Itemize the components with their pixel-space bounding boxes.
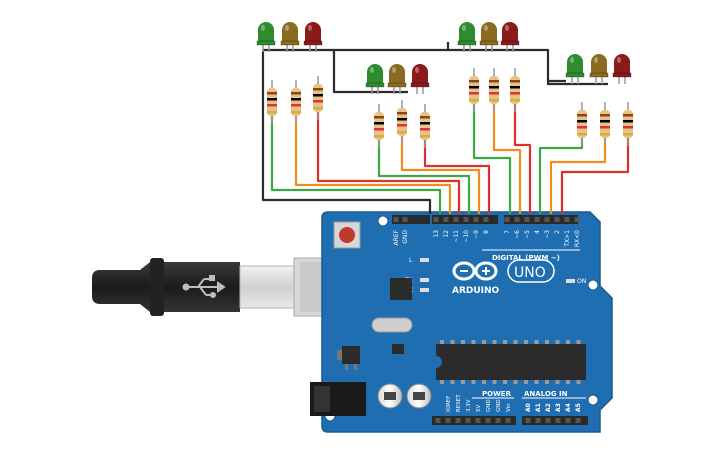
resistor-4-1	[577, 102, 587, 146]
pin-label: IOREF	[446, 396, 452, 412]
power-header	[432, 416, 516, 425]
wire-g3-green	[472, 104, 512, 214]
red-led-3	[500, 22, 520, 52]
resistor-3-2	[489, 68, 499, 112]
wire-g1-red	[316, 112, 461, 214]
brand-label: ARDUINO	[452, 286, 500, 296]
capacitors	[377, 383, 432, 409]
on-label: ON	[577, 278, 586, 285]
pin-label: RX<0	[574, 230, 581, 247]
reset-button[interactable]	[333, 221, 361, 249]
digital-header	[392, 215, 580, 224]
power-label: POWER	[482, 390, 512, 398]
pin-label: A2	[545, 403, 552, 412]
resistor-2-1	[374, 104, 384, 148]
green-led-2	[365, 64, 385, 94]
wire-gnd	[261, 42, 608, 214]
pin-label: RESET	[456, 394, 462, 412]
pin-label: ~11	[453, 230, 460, 243]
red-led-2	[410, 64, 430, 94]
wires	[261, 42, 630, 214]
power-pin-labels: IOREF RESET 3.3V 5V GND GND Vin	[446, 394, 512, 412]
pin-label: A0	[525, 403, 532, 412]
resistor-1-1	[267, 80, 277, 124]
pin-label: 2	[554, 230, 561, 234]
pin-label: 13	[433, 230, 440, 238]
red-led-1	[303, 22, 323, 52]
red-led-4	[612, 54, 632, 84]
small-chip	[392, 344, 404, 354]
wire-g2-orange	[400, 136, 481, 214]
pin-label: 5V	[476, 405, 482, 412]
pin-label: Vin	[506, 403, 512, 412]
usb-icon	[182, 275, 226, 298]
pin-label: 7	[504, 230, 511, 234]
wire-g1-green	[270, 116, 442, 214]
resistor-1-3	[313, 76, 323, 120]
green-led-1	[256, 22, 276, 52]
pin-label: ~6	[514, 230, 521, 239]
pin-label: TX>1	[564, 230, 571, 248]
usb-chip	[390, 278, 412, 300]
pin-label: 8	[483, 230, 490, 234]
wire-g2-green	[377, 140, 471, 214]
pin-label: 4	[534, 230, 541, 234]
voltage-regulator	[337, 346, 360, 370]
analog-header	[522, 416, 588, 425]
pin-label: A5	[575, 403, 582, 412]
wire-g2-red	[423, 140, 491, 214]
wire-g3-orange	[492, 104, 522, 214]
led-groups	[256, 22, 633, 148]
pin-label: A4	[565, 403, 572, 412]
pin-label: GND	[486, 399, 492, 412]
pin-label: ~5	[524, 230, 531, 239]
pin-label: 12	[443, 230, 450, 238]
digital-label: DIGITAL (PWM ~)	[492, 254, 560, 262]
power-jack	[310, 382, 366, 416]
pin-label: ~10	[463, 230, 470, 243]
pin-label: A3	[555, 403, 562, 412]
yellow-led-2	[387, 64, 407, 94]
model-label: UNO	[514, 265, 546, 281]
atmega-chip	[436, 340, 586, 384]
pin-label: 3.3V	[466, 399, 472, 412]
resistor-3-3	[510, 68, 520, 112]
pin-label: A1	[535, 403, 542, 412]
yellow-led-4	[589, 54, 609, 84]
green-led-4	[565, 54, 585, 84]
resistor-1-2	[291, 80, 301, 124]
pin-label: GND	[496, 399, 502, 412]
pin-label: GND	[402, 230, 409, 244]
resistor-3-1	[469, 68, 479, 112]
led-l-label: L	[409, 257, 413, 264]
resistor-2-2	[397, 100, 407, 144]
resistor-4-3	[623, 102, 633, 146]
crystal	[371, 317, 413, 333]
pin-label: AREF	[393, 229, 400, 245]
pin-label: ~9	[473, 230, 480, 239]
resistor-2-3	[420, 104, 430, 148]
wire-g4-orange	[549, 138, 607, 214]
pin-label: ~3	[544, 230, 551, 239]
wire-g3-red	[513, 104, 532, 214]
wire-g1-orange	[294, 116, 452, 214]
yellow-led-1	[280, 22, 300, 52]
wire-g4-red	[560, 138, 630, 214]
analog-label: ANALOG IN	[524, 390, 568, 398]
green-led-3	[457, 22, 477, 52]
yellow-led-3	[479, 22, 499, 52]
resistor-4-2	[600, 102, 610, 146]
arduino-infinity-logo-icon	[452, 261, 498, 281]
